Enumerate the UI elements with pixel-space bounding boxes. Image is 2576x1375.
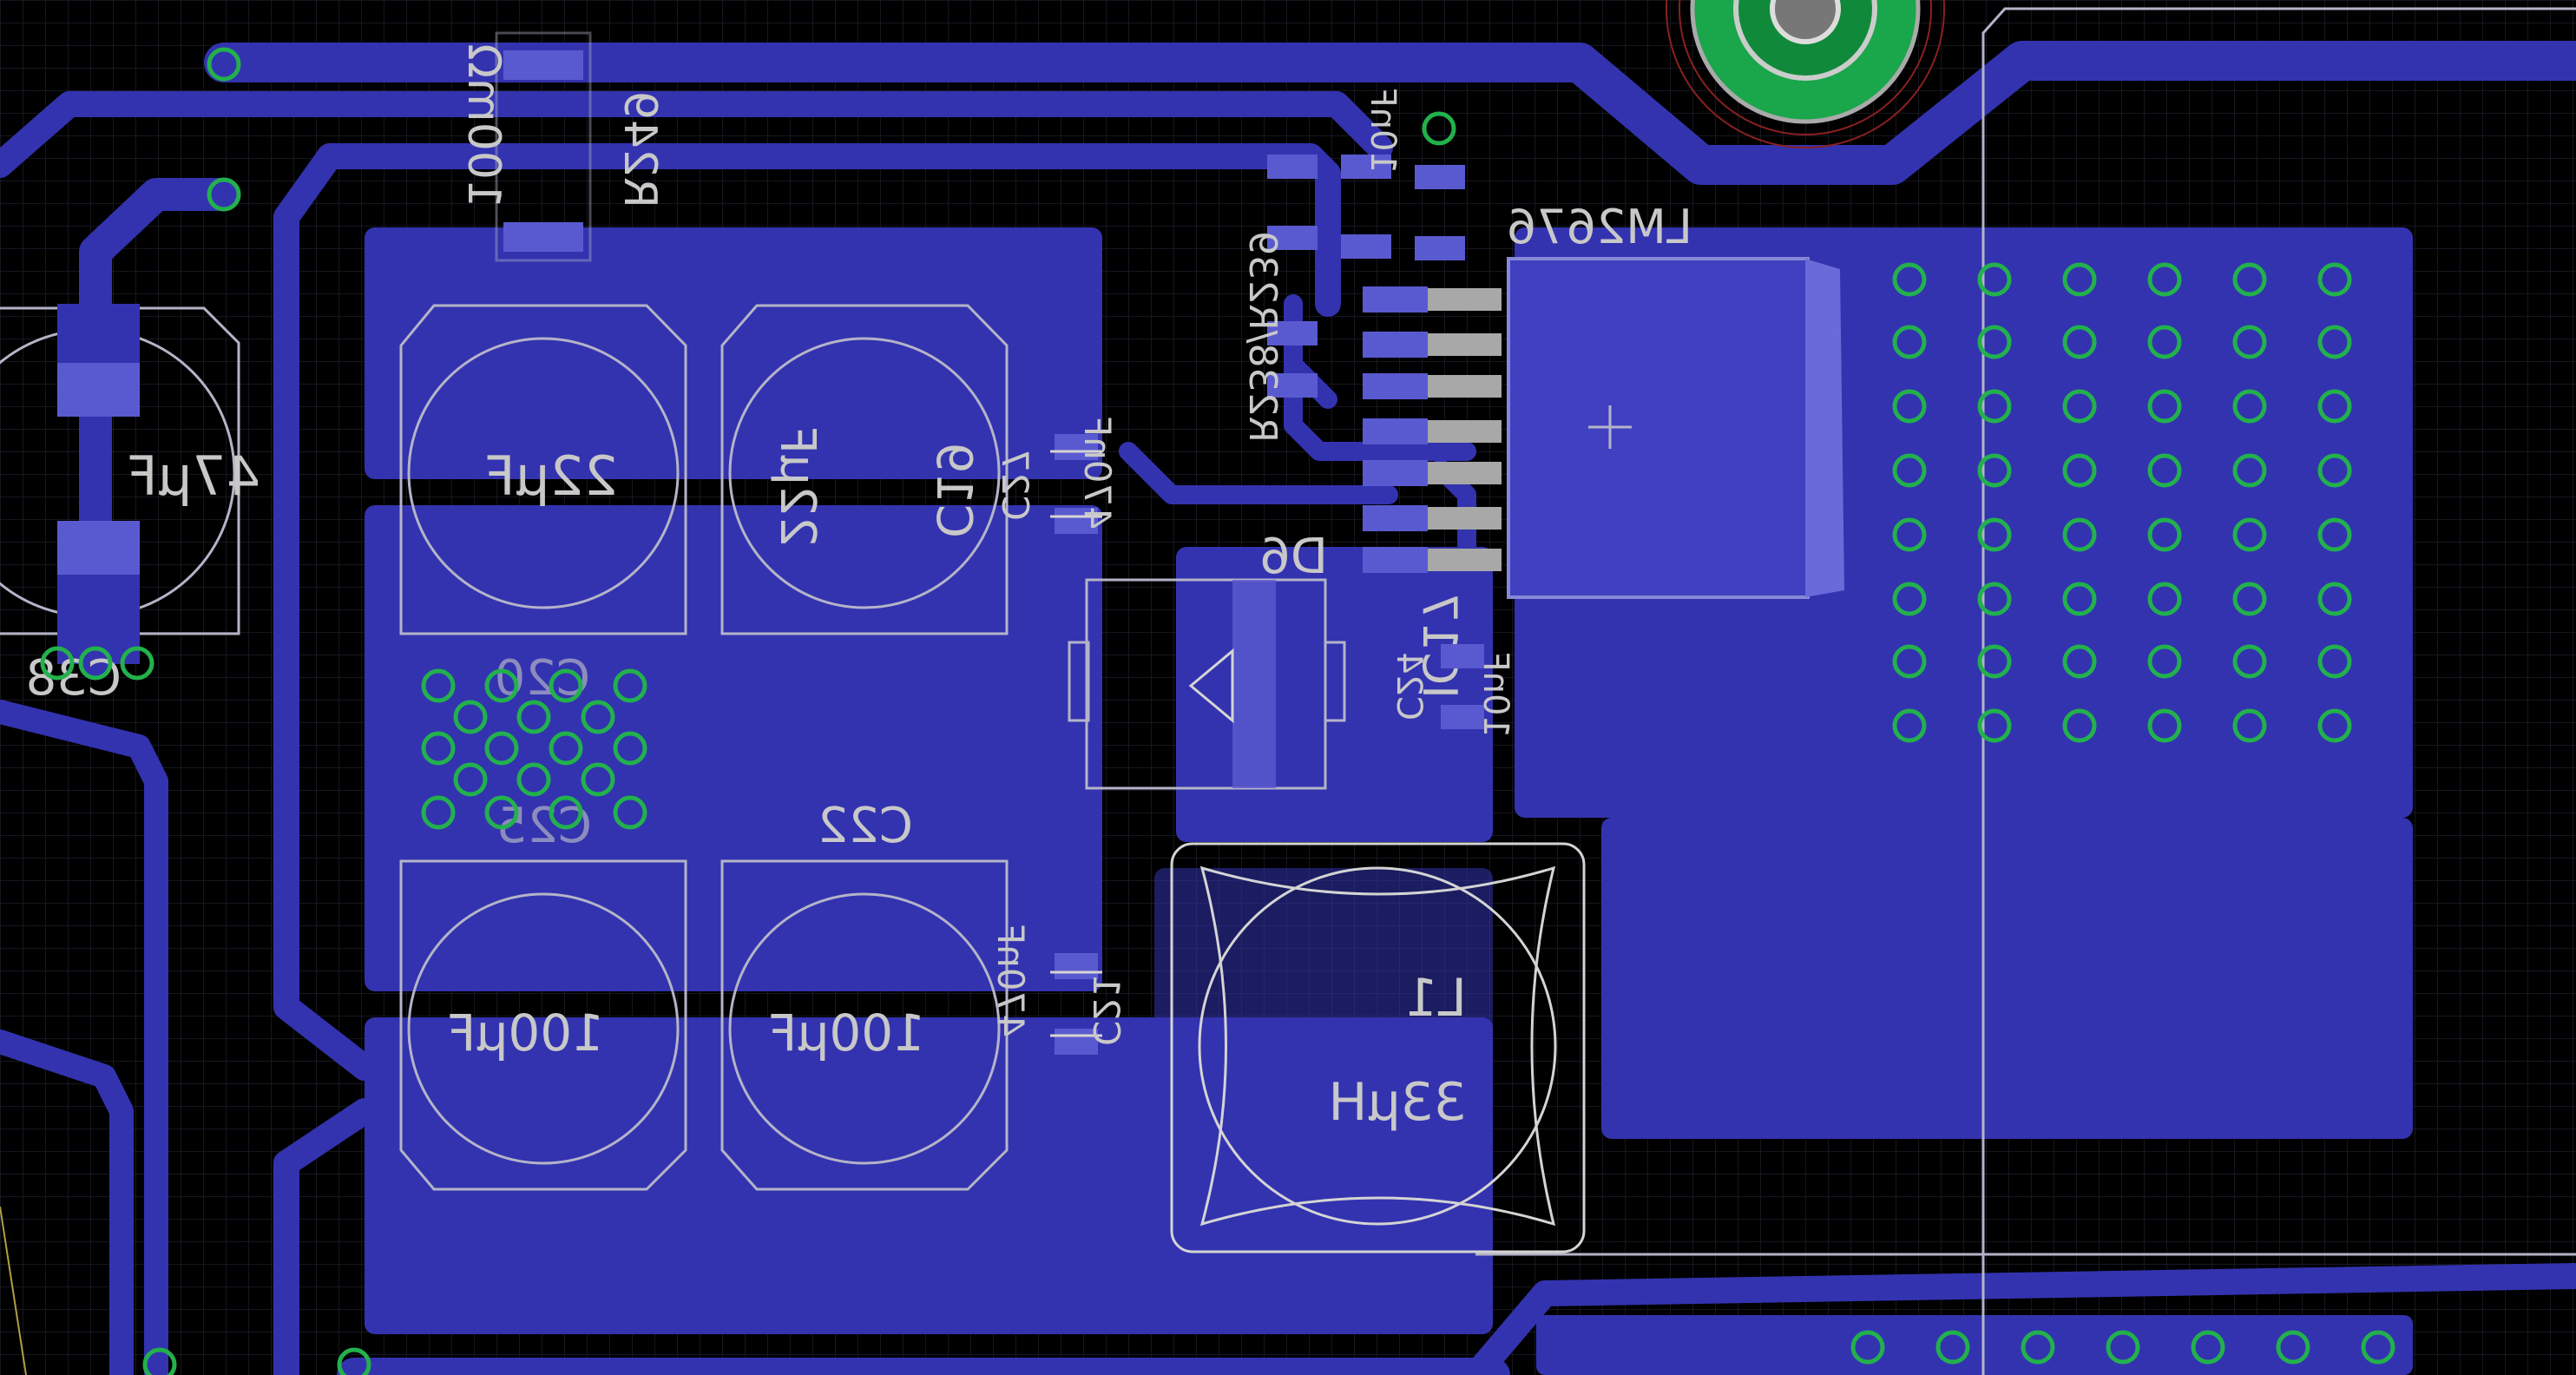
pour-right-lower[interactable] <box>1601 818 2413 1139</box>
capacitor-c38[interactable]: 47µF C38 <box>0 304 260 707</box>
capacitor-c25[interactable]: 100µF C25 <box>399 798 687 1191</box>
capacitor-c22[interactable]: 100µF C22 <box>720 798 1009 1191</box>
inductor-l1[interactable]: L1 33µH <box>1170 842 1586 1253</box>
via-cluster-left <box>421 668 647 830</box>
c21-value-label: 470nF <box>989 924 1032 1037</box>
c22-ref-label: C22 <box>818 798 913 854</box>
small-passives-top[interactable]: 10nF R238/R239 <box>1240 88 1465 443</box>
r-small-ref-label: R238/R239 <box>1240 231 1285 443</box>
c22-value-label: 100µF <box>768 1003 925 1062</box>
c38-value-label: 47µF <box>127 444 260 508</box>
c24-value-label: 10nF <box>1475 652 1515 738</box>
r249-ref-label: R249 <box>614 91 666 208</box>
mounting-hole[interactable] <box>1666 0 1945 148</box>
diode-d6[interactable]: D6 <box>1068 529 1346 790</box>
c27-ref-label: C27 <box>994 449 1036 521</box>
c24-ref-label: C24 <box>1389 652 1429 720</box>
capacitor-c27[interactable]: C27 470nF <box>994 416 1119 534</box>
pour-bottom-right[interactable] <box>1536 1315 2413 1375</box>
via-array-right <box>1892 262 2352 743</box>
cap-top-value-label: 10nF <box>1363 88 1403 174</box>
capacitor-c24[interactable]: C24 10nF <box>1389 644 1515 738</box>
capacitor-c21[interactable]: C21 470nF <box>989 924 1127 1055</box>
pour-mid[interactable] <box>365 505 1102 991</box>
vias-misc <box>40 47 2395 1375</box>
c20-value-label: 22µF <box>484 444 618 508</box>
c19-value-label: 22µF <box>769 426 825 547</box>
r249-value-label: 100mΩ <box>457 43 509 208</box>
copper-traces[interactable] <box>0 41 2576 1375</box>
pour-inductor[interactable] <box>1154 868 1493 1163</box>
ratsnest-line <box>0 1206 27 1375</box>
c27-value-label: 470nF <box>1076 416 1119 530</box>
board-edge-outline <box>1981 7 2576 1375</box>
ic17-part-label: LM2676 <box>1507 200 1692 254</box>
c19-ref-label: C19 <box>925 443 982 538</box>
d6-ref-label: D6 <box>1259 529 1328 585</box>
l1-ref-label: L1 <box>1404 968 1467 1029</box>
pour-upper[interactable] <box>365 227 1102 479</box>
capacitor-c19[interactable]: 22µF C19 <box>720 304 1009 635</box>
l1-value-label: 33µH <box>1328 1072 1467 1133</box>
c25-value-label: 100µF <box>447 1003 604 1062</box>
resistor-r249[interactable]: R249 100mΩ <box>457 31 666 262</box>
c21-ref-label: C21 <box>1085 974 1127 1046</box>
ic-ic17[interactable]: LM2676 IC17 <box>1363 200 1844 699</box>
c38-ref-label: C38 <box>26 650 122 707</box>
